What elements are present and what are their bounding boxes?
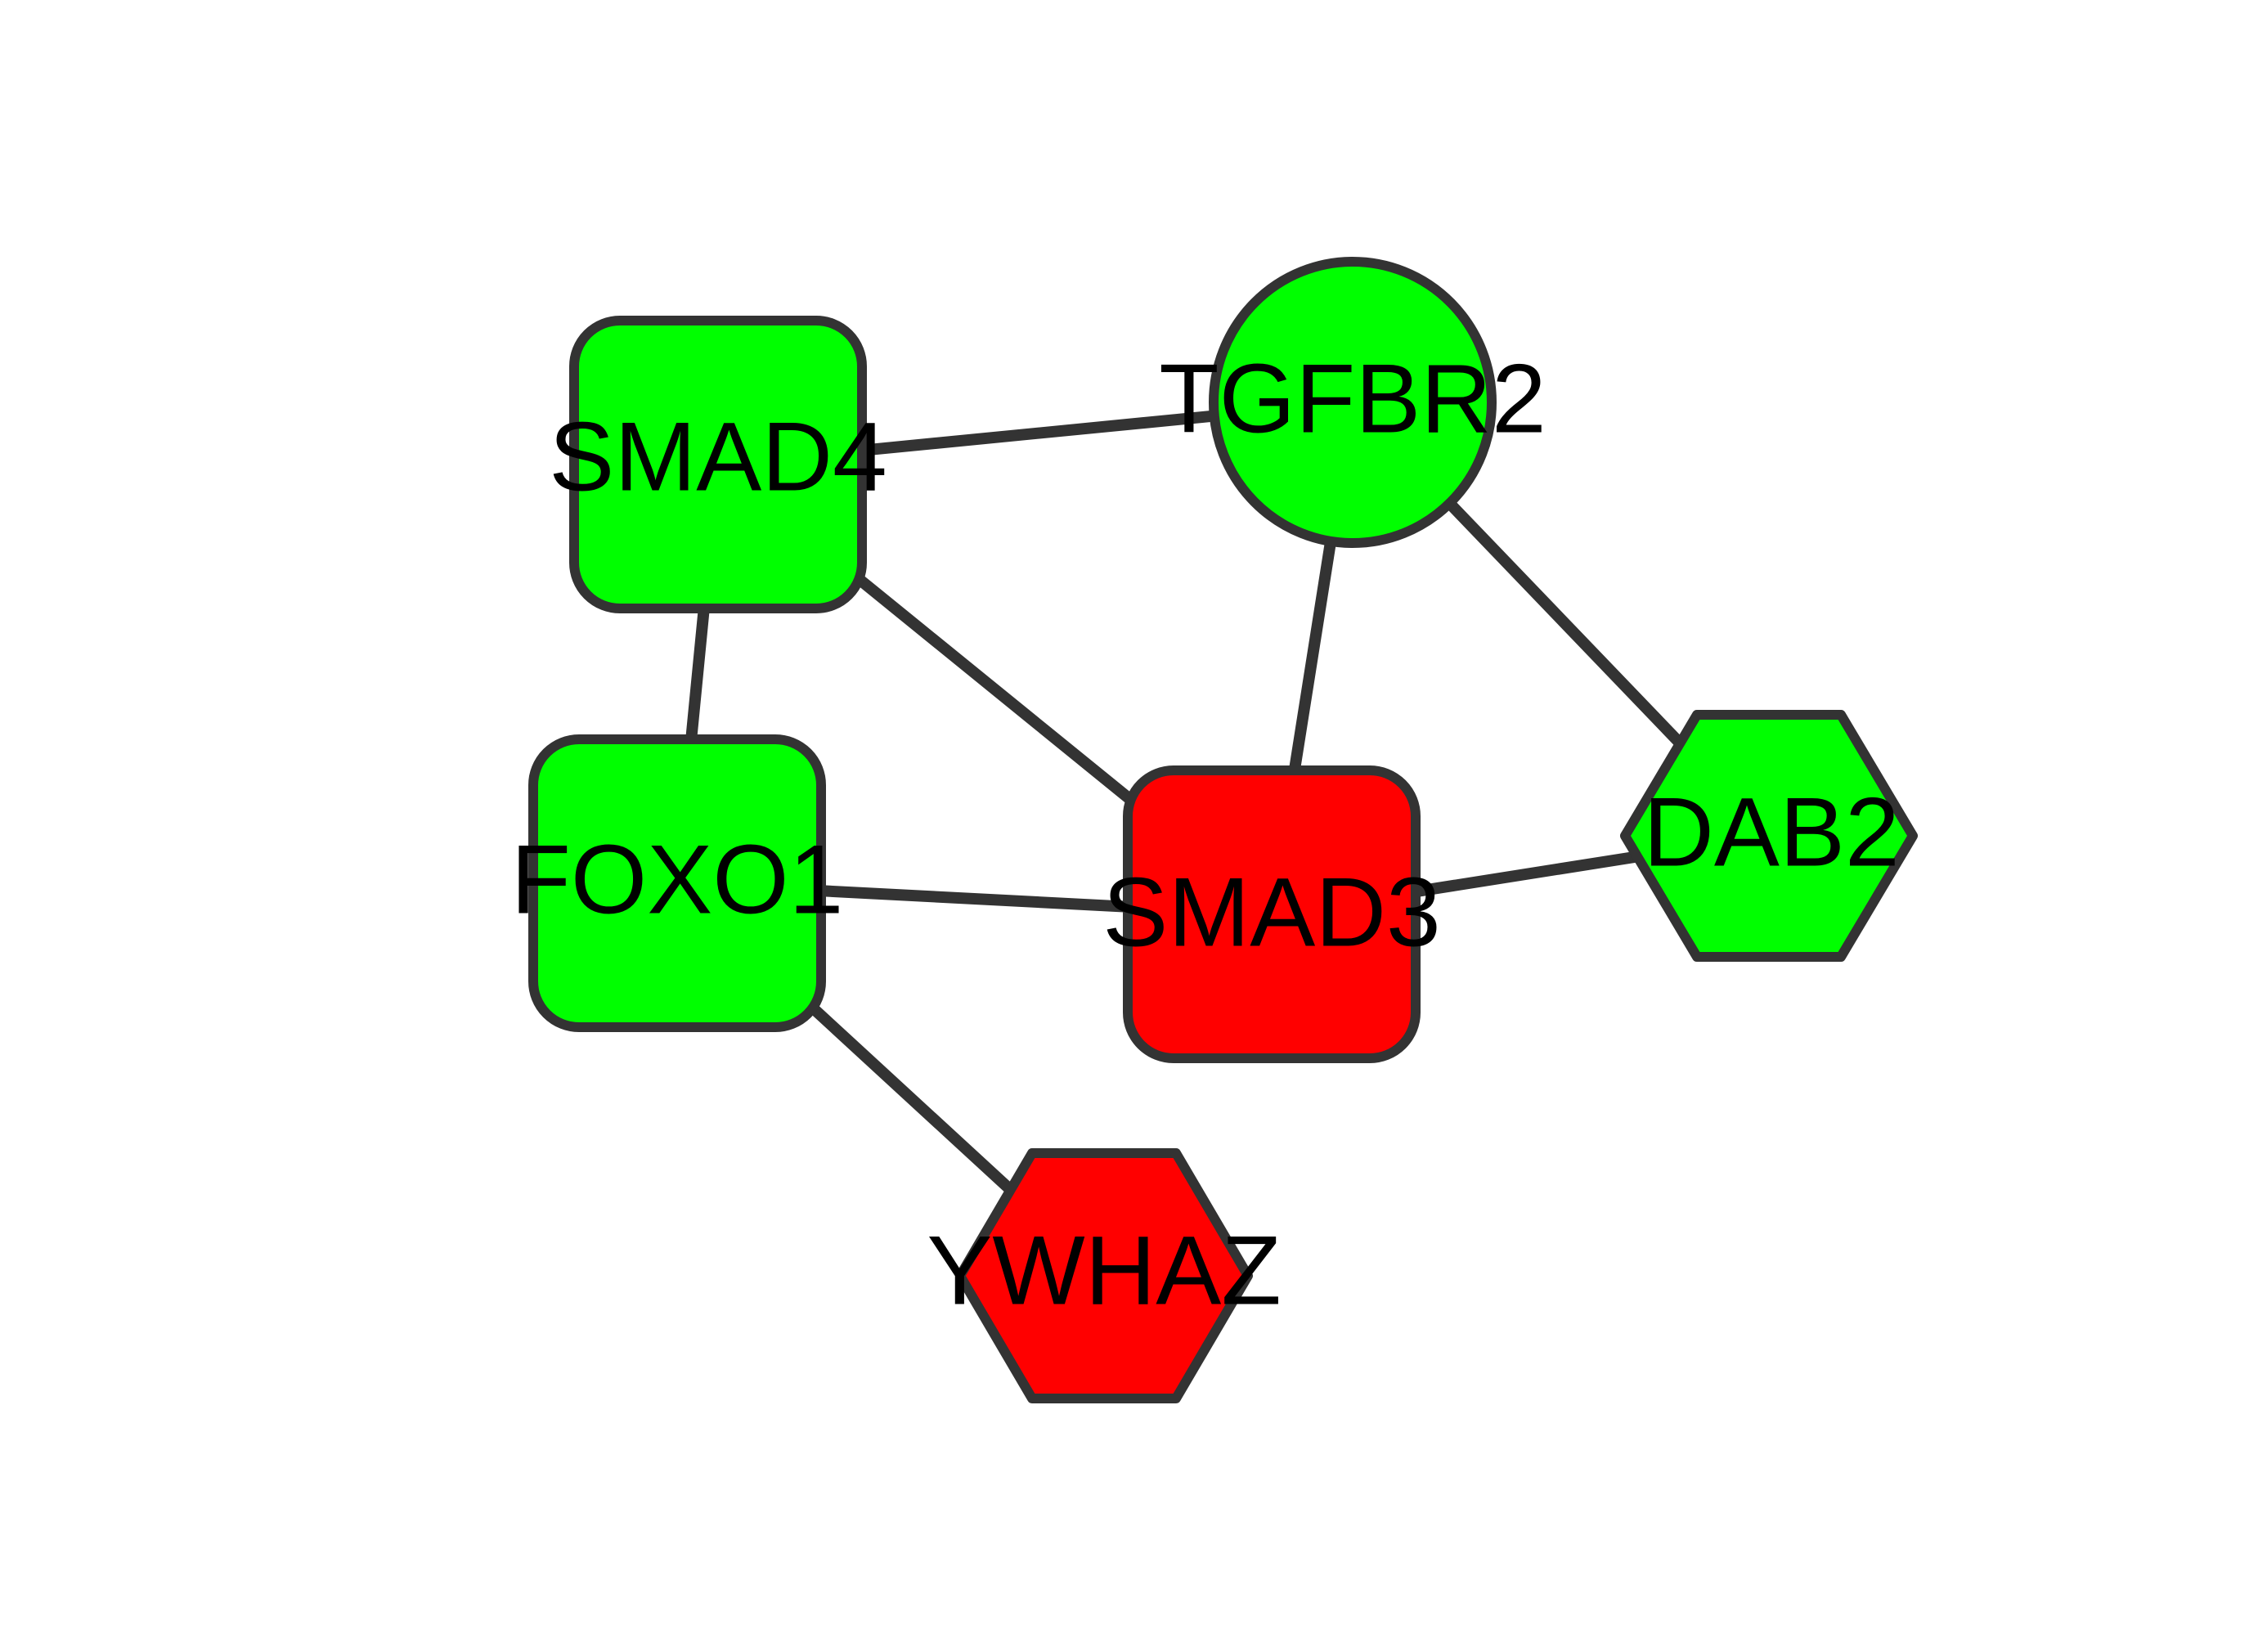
circle-shape — [1209, 257, 1497, 548]
node-label: DAB2 — [1643, 778, 1899, 887]
node-tgfbr2[interactable]: TGFBR2 — [1159, 257, 1546, 548]
node-smad3[interactable]: SMAD3 — [1102, 765, 1441, 1063]
node-ywhaz[interactable]: YWHAZ — [927, 1148, 1282, 1403]
hexagon-shape — [955, 1148, 1253, 1403]
node-label: SMAD3 — [1102, 858, 1440, 967]
node-label: SMAD4 — [549, 402, 887, 512]
hexagon-shape — [1620, 710, 1918, 962]
rounded-square-shape — [1123, 765, 1421, 1063]
node-smad4[interactable]: SMAD4 — [549, 316, 887, 613]
node-dab2[interactable]: DAB2 — [1620, 710, 1918, 962]
node-label: FOXO1 — [511, 825, 844, 935]
node-label: YWHAZ — [927, 1216, 1281, 1326]
node-foxo1[interactable]: FOXO1 — [511, 734, 844, 1032]
rounded-square-shape — [528, 734, 826, 1032]
rounded-square-shape — [569, 316, 867, 613]
node-label: TGFBR2 — [1159, 344, 1546, 454]
